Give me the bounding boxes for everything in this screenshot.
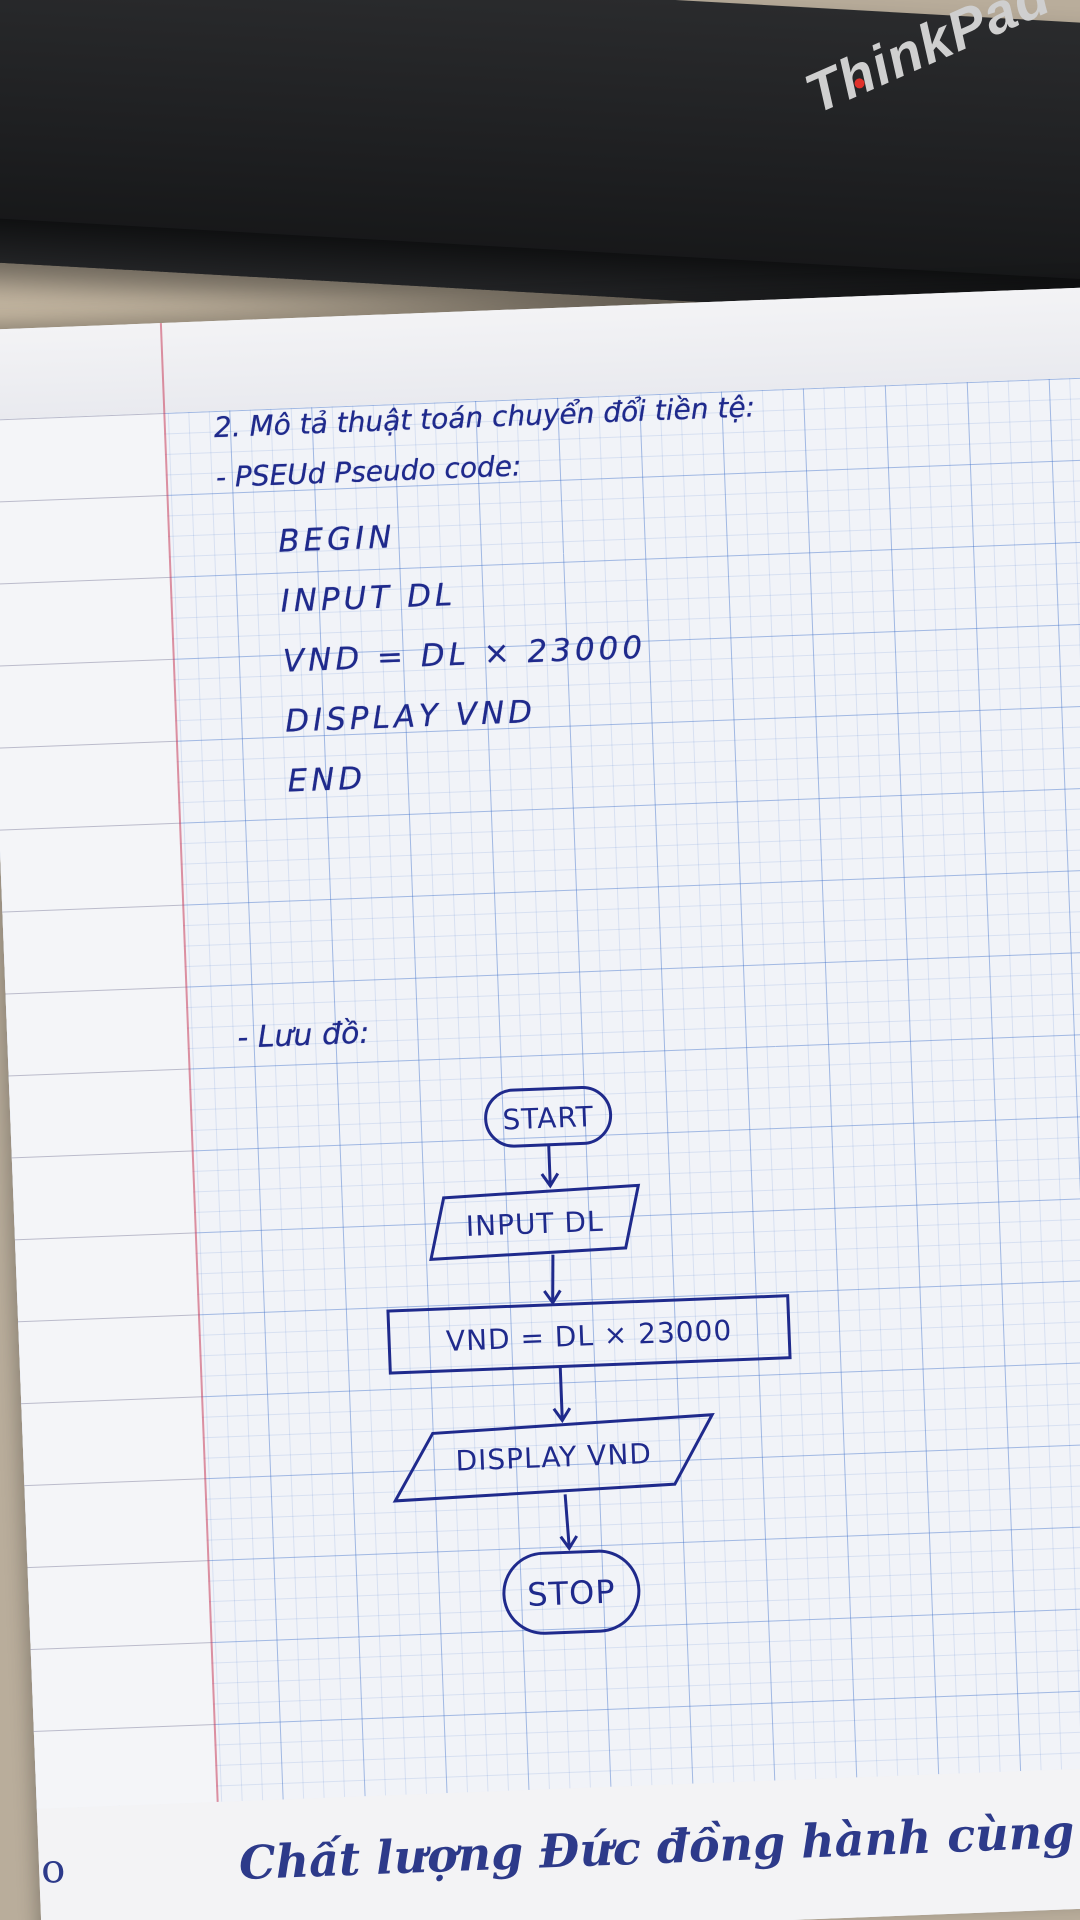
arrowhead-4 xyxy=(559,1535,579,1551)
laptop-logo: ThinkPad xyxy=(795,0,1060,126)
input-parallelogram xyxy=(429,1183,641,1261)
arrowhead-3 xyxy=(552,1407,572,1424)
notebook-page: 2. Mô tả thuật toán chuyển đổi tiền tệ: … xyxy=(0,286,1080,1920)
pseudocode-line: INPUT DL xyxy=(279,576,457,620)
arrow-2 xyxy=(551,1254,555,1301)
stop-text: STOP xyxy=(526,1572,617,1614)
flowchart: START INPUT DL VND = DL × 23000 DISPLAY … xyxy=(309,1056,893,1717)
process-rectangle xyxy=(386,1294,792,1375)
flowchart-label: - Lưu đồ: xyxy=(236,1015,371,1056)
arrowhead-1 xyxy=(540,1172,560,1189)
start-text: START xyxy=(501,1100,595,1137)
arrow-1 xyxy=(547,1144,552,1184)
arrowhead-2 xyxy=(543,1289,562,1306)
stop-terminal xyxy=(502,1549,641,1635)
arrow-4 xyxy=(563,1494,571,1547)
pseudocode-line: BEGIN xyxy=(277,519,397,560)
flowchart-drawing xyxy=(386,1085,792,1635)
footer-left-fragment: o xyxy=(40,1845,67,1893)
output-parallelogram xyxy=(392,1413,715,1503)
arrow-3 xyxy=(558,1366,564,1419)
pseudocode-line: END xyxy=(286,760,367,800)
